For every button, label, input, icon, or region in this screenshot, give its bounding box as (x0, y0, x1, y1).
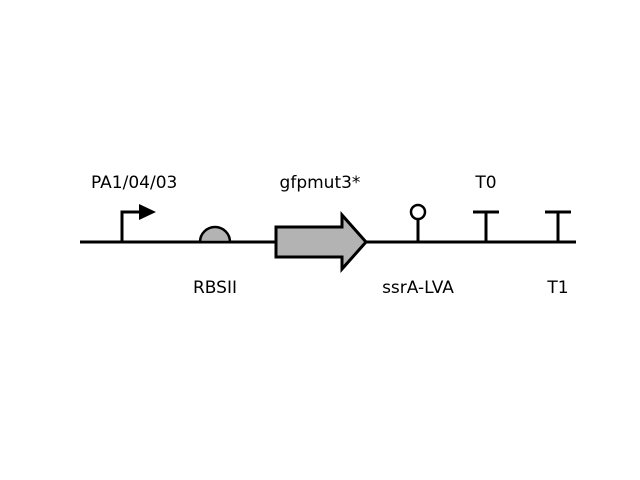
promoter-arrow-icon (120, 204, 156, 242)
rbs-part: RBSII (193, 225, 237, 298)
terminator-t-icon (473, 210, 499, 242)
terminator-t-icon (545, 210, 571, 242)
cds-part: gfpmut3* (274, 173, 369, 273)
lollipop-tag-icon (409, 203, 427, 242)
terminator-t1-label: T1 (546, 278, 568, 298)
promoter-label: PA1/04/03 (91, 173, 177, 193)
tag-label: ssrA-LVA (382, 278, 454, 298)
terminator-t0-part: T0 (473, 173, 499, 242)
terminator-t0-label: T0 (474, 173, 496, 193)
cds-label: gfpmut3* (280, 173, 361, 193)
tag-part: ssrA-LVA (382, 203, 454, 298)
rbs-label: RBSII (193, 278, 237, 298)
promoter-part: PA1/04/03 (91, 173, 177, 242)
terminator-t1-part: T1 (545, 210, 571, 298)
cds-arrow-icon (274, 211, 369, 273)
rbs-semicircle-icon (198, 225, 232, 244)
